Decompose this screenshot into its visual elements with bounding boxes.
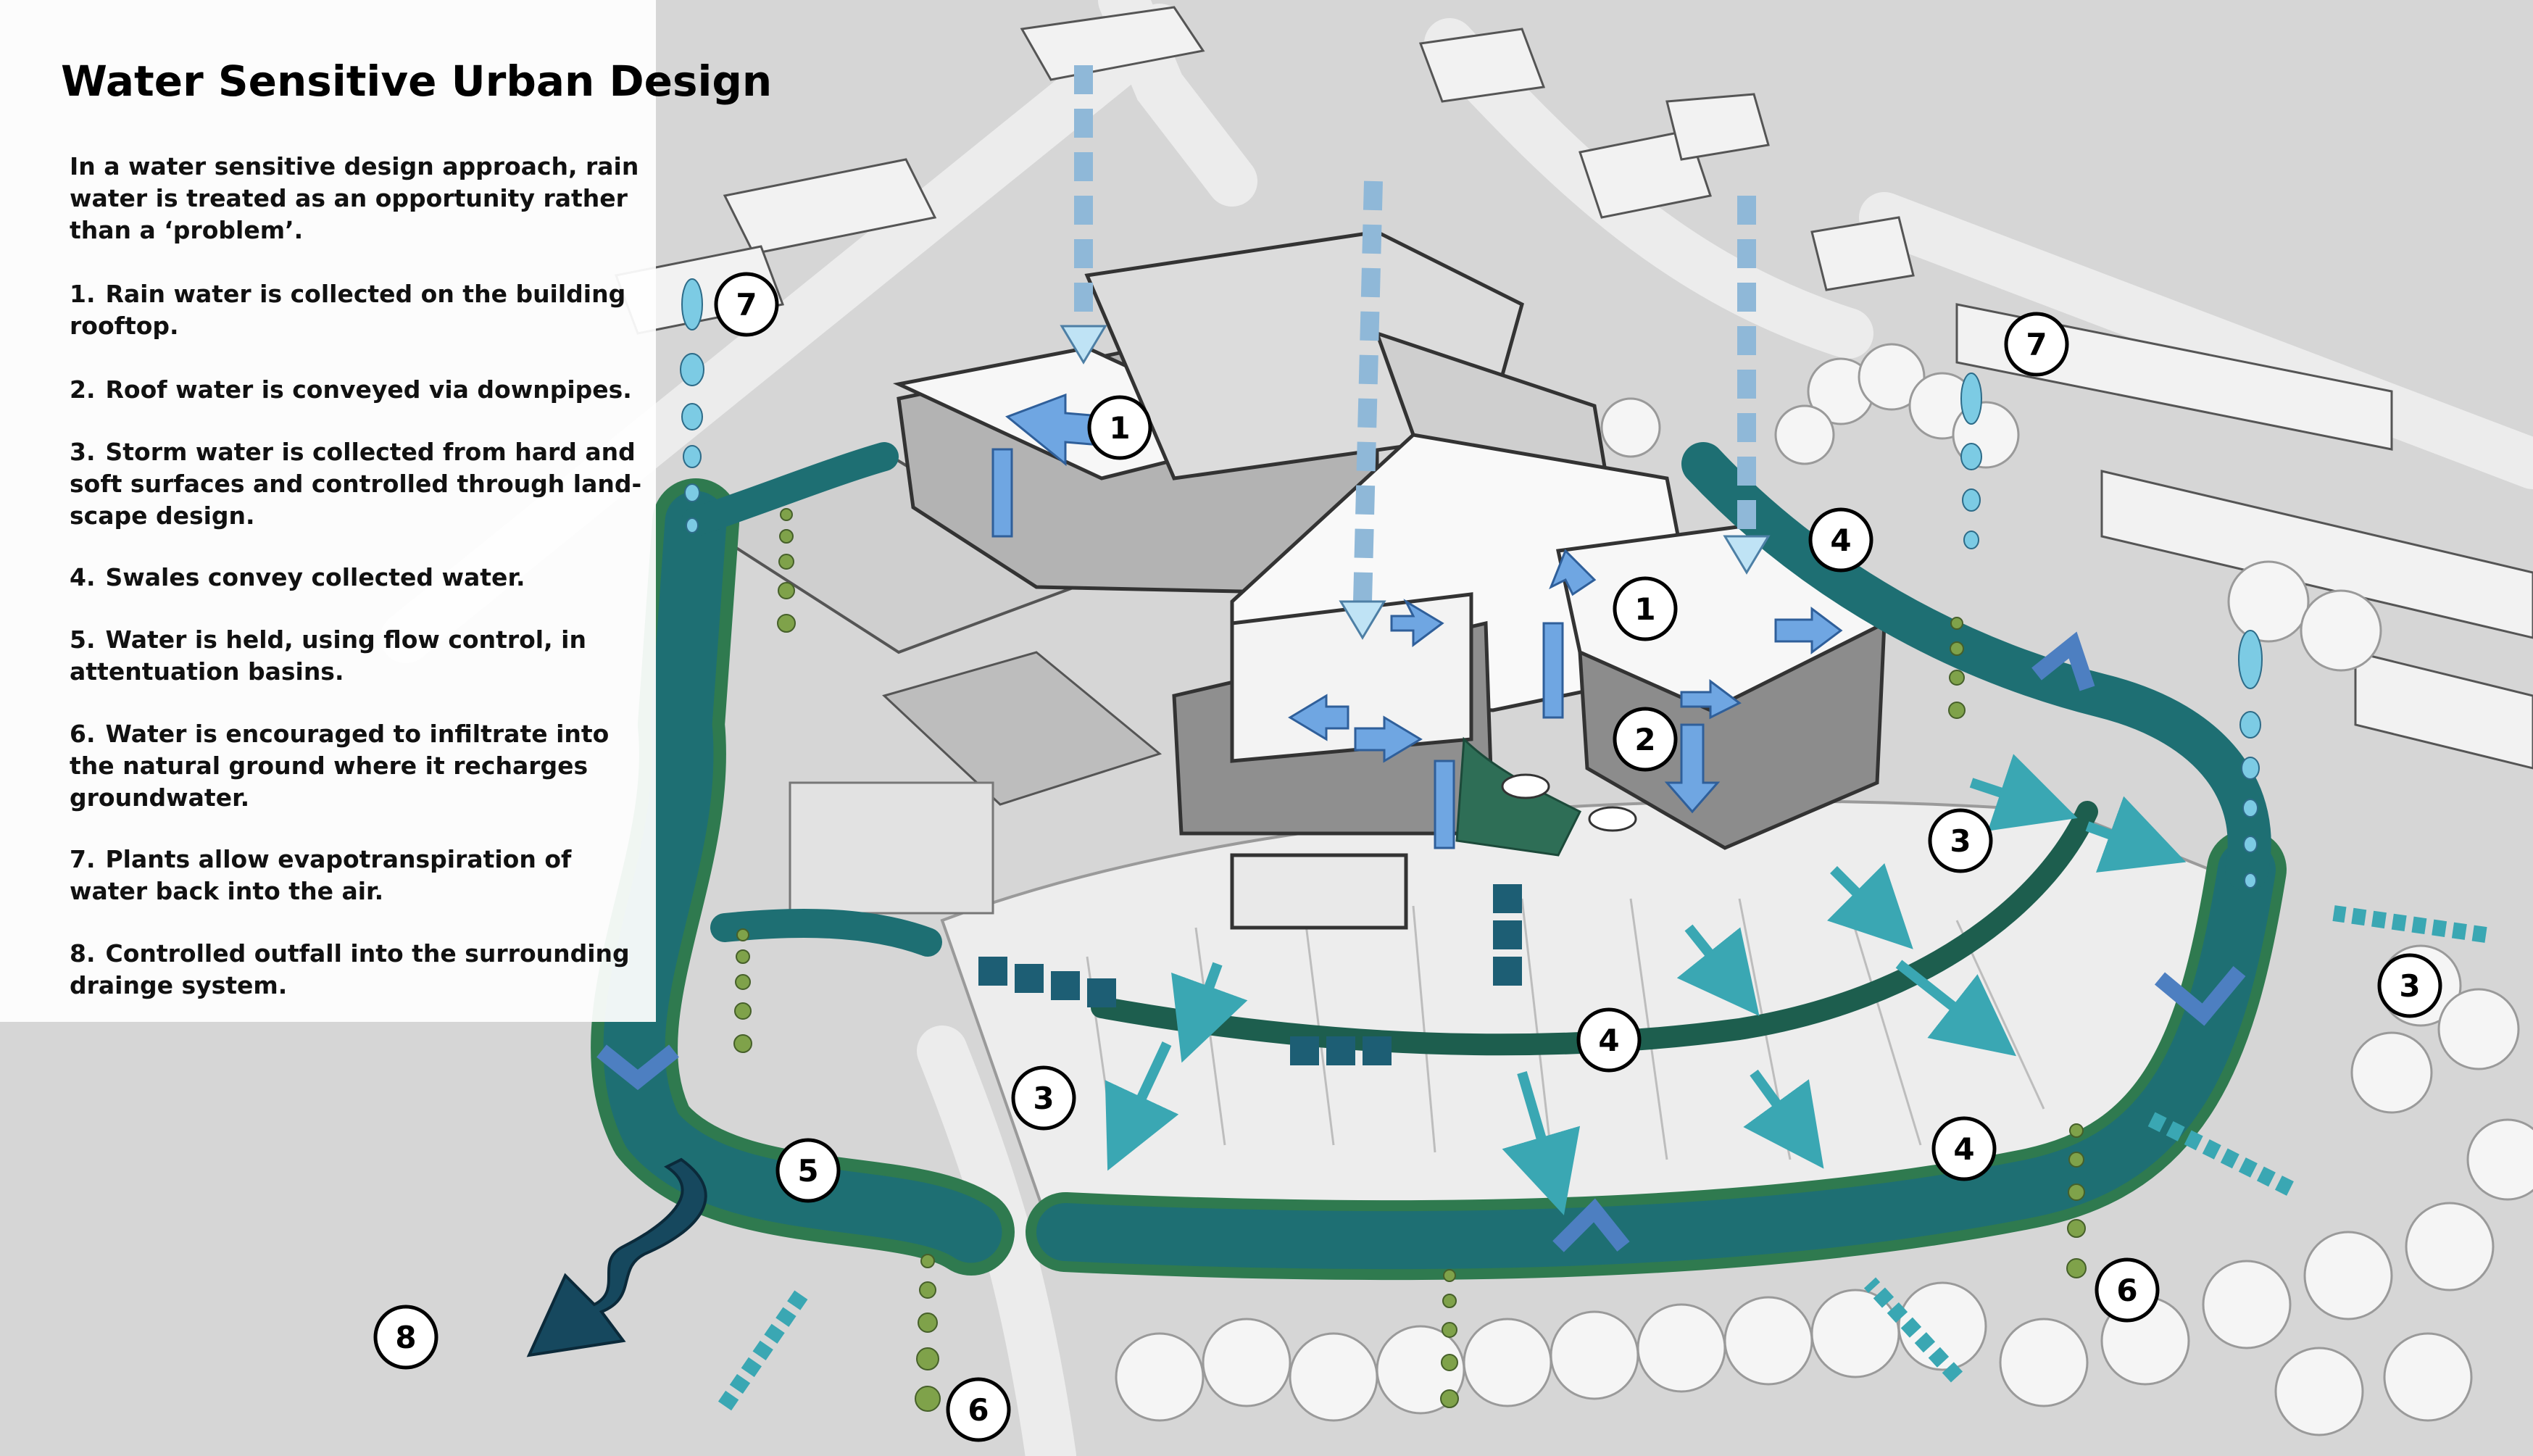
marker-5: 5 [775, 1138, 841, 1203]
marker-4c: 4 [1931, 1116, 1997, 1181]
number-markers: 1 1 2 3 3 3 4 4 4 5 6 6 7 7 8 [373, 272, 2442, 1442]
step-text: Rain water is collected on the building … [70, 280, 626, 340]
svg-text:3: 3 [2399, 968, 2420, 1004]
marker-7b: 7 [2004, 312, 2069, 377]
step-text: Storm water is collected from hard and s… [70, 438, 642, 530]
step-text: Plants allow evapotranspiration of water… [70, 845, 572, 905]
swale-inner [1091, 801, 2098, 1056]
marker-7a: 7 [714, 272, 779, 337]
step-number: 1. [70, 280, 96, 308]
step-number: 3. [70, 438, 96, 466]
step-number: 5. [70, 625, 96, 654]
step-7: 7.Plants allow evapotranspiration of wat… [70, 844, 642, 907]
page-title: Water Sensitive Urban Design [61, 57, 773, 106]
swale-flow-chevrons [596, 631, 2246, 1252]
step-number: 6. [70, 720, 96, 748]
svg-text:6: 6 [968, 1392, 989, 1428]
step-3: 3.Storm water is collected from hard and… [70, 436, 642, 532]
downpipe-arrows [991, 448, 1721, 849]
svg-text:7: 7 [2026, 327, 2047, 362]
step-text: Water is encouraged to infiltrate into t… [70, 720, 610, 812]
svg-text:1: 1 [1109, 410, 1130, 446]
storm-water-arrows [1105, 754, 2187, 1215]
marker-4b: 4 [1576, 1007, 1642, 1073]
svg-text:4: 4 [1953, 1131, 1974, 1167]
swale-east [1681, 442, 2271, 891]
svg-text:3: 3 [1950, 823, 1971, 859]
svg-text:7: 7 [736, 287, 757, 323]
runoff-dash-arrows [718, 905, 2487, 1411]
step-number: 7. [70, 845, 96, 873]
marker-3a: 3 [1928, 808, 1993, 873]
step-number: 4. [70, 563, 96, 591]
svg-text:5: 5 [797, 1153, 818, 1189]
plaza [789, 781, 994, 915]
marker-6a: 6 [946, 1377, 1011, 1442]
swales [591, 442, 2287, 1281]
evapotranspiration-drops [680, 278, 2263, 889]
infiltration-drops [733, 508, 2087, 1412]
marker-3c: 3 [1011, 1065, 1076, 1131]
rain-arrow-heads [1060, 325, 1771, 640]
intro-text: In a water sensitive design approach, ra… [70, 152, 639, 244]
courtyard-rain-gardens [1455, 736, 1637, 857]
svg-text:2: 2 [1634, 722, 1655, 757]
step-text: Water is held, using flow control, in at… [70, 625, 586, 686]
step-1: 1.Rain water is collected on the buildin… [70, 278, 642, 342]
marker-8: 8 [373, 1305, 438, 1370]
marker-1b: 1 [1613, 576, 1678, 641]
svg-text:1: 1 [1634, 591, 1655, 627]
svg-text:3: 3 [1033, 1081, 1054, 1116]
step-6: 6.Water is encouraged to infiltrate into… [70, 718, 642, 814]
svg-text:4: 4 [1598, 1023, 1619, 1058]
marker-3b: 3 [2377, 953, 2442, 1018]
swale-link [710, 909, 942, 957]
step-text: Roof water is conveyed via downpipes. [105, 375, 632, 404]
svg-text:8: 8 [395, 1320, 416, 1355]
playground [882, 651, 1162, 806]
step-text: Swales convey collected water. [105, 563, 525, 591]
marker-4a: 4 [1808, 507, 1873, 573]
inner-swale-arrows [978, 884, 1522, 1065]
swale-north-west [681, 442, 899, 536]
marker-1a: 1 [1087, 395, 1152, 460]
step-number: 2. [70, 375, 96, 404]
marker-6b: 6 [2095, 1257, 2160, 1323]
step-2: 2. Roof water is conveyed via downpipes. [70, 374, 642, 406]
step-number: 8. [70, 939, 96, 968]
step-4: 4. Swales convey collected water. [70, 562, 642, 594]
rain-arrows [1074, 65, 1756, 602]
trees [1115, 343, 2533, 1436]
outfall-channel [526, 1157, 707, 1357]
step-text: Controlled outfall into the surrounding … [70, 939, 630, 999]
legend-panel: Water Sensitive Urban Design In a water … [0, 0, 772, 1022]
step-8: 8.Controlled outfall into the surroundin… [70, 938, 642, 1002]
svg-text:4: 4 [1830, 523, 1851, 558]
step-5: 5.Water is held, using flow control, in … [70, 624, 642, 688]
svg-text:6: 6 [2116, 1273, 2137, 1308]
marker-2: 2 [1613, 707, 1678, 772]
